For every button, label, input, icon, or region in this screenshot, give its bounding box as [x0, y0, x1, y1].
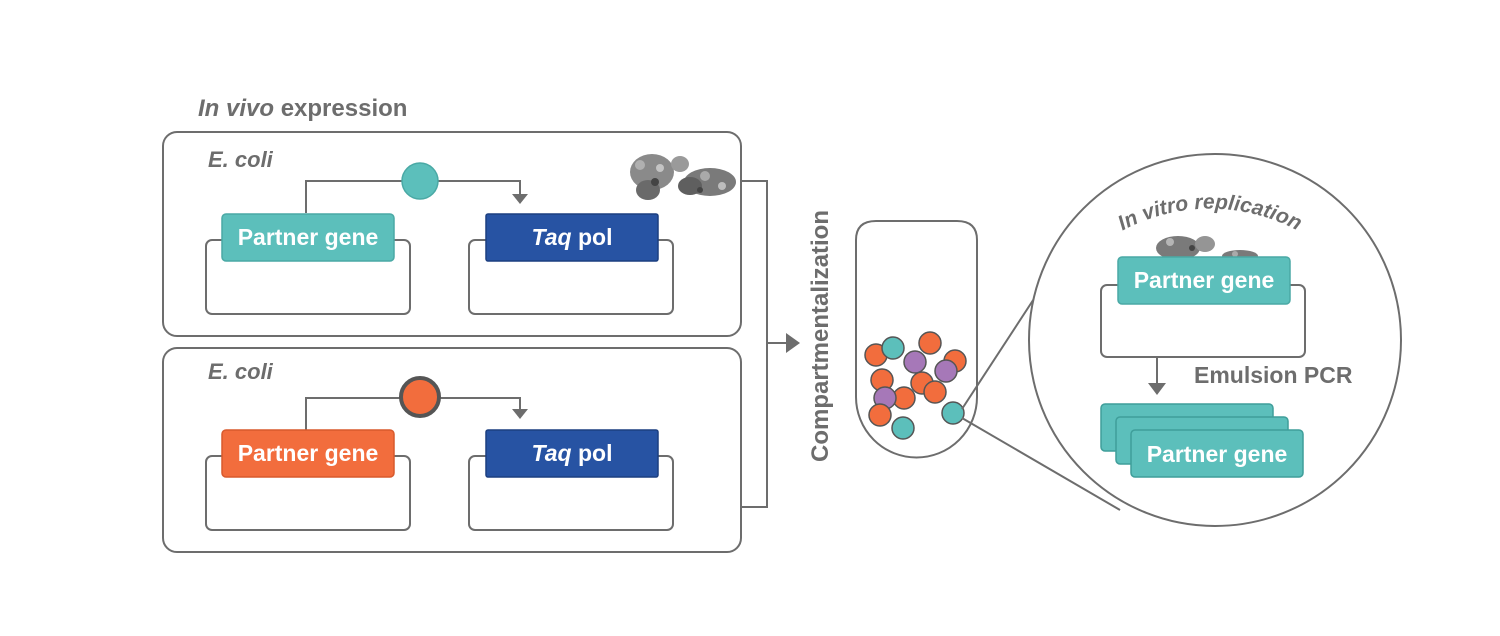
partner-gene-box-top — [221, 213, 395, 262]
zoom-line-bottom — [961, 417, 1121, 511]
droplet-teal — [941, 401, 965, 425]
cell-top-border — [162, 131, 742, 337]
organism-label-top: E. coli — [208, 147, 274, 172]
droplet-orange — [918, 331, 942, 355]
emulsion-tube — [855, 220, 978, 459]
protein-structure-icon — [630, 154, 736, 200]
compartmentalization-label: Compartmentalization — [807, 210, 834, 462]
merge-bracket — [741, 180, 768, 508]
arrow-down-icon — [512, 409, 528, 419]
partner-gene-box-zoom — [1117, 256, 1291, 305]
droplet-purple — [903, 350, 927, 374]
droplet-purple — [934, 359, 958, 383]
inducer-orange-icon — [399, 376, 441, 418]
droplet-orange — [923, 380, 947, 404]
partner-gene-label-bottom: Partner gene — [238, 440, 379, 466]
cell-bottom: E. coli Partner gene Taq pol — [162, 347, 742, 553]
organism-label-bottom: E. coli — [208, 359, 274, 384]
arrow-down-icon — [1148, 383, 1166, 395]
cell-top: E. coli Partner gene Taq pol — [162, 131, 742, 337]
droplet-teal — [891, 416, 915, 440]
partner-gene-box-bottom — [221, 429, 395, 478]
droplet-orange — [868, 403, 892, 427]
partner-gene-label-top: Partner gene — [238, 224, 379, 250]
taq-pol-box-top — [485, 213, 659, 262]
partner-gene-label-zoom: Partner gene — [1134, 267, 1275, 293]
arrow-down-icon — [512, 194, 528, 204]
taq-pol-box-bottom — [485, 429, 659, 478]
amplified-gene-copy — [1130, 429, 1304, 478]
zoom-circle-group: In vitro replication Partner gene Emulsi… — [1028, 153, 1402, 527]
emulsion-pcr-label: Emulsion PCR — [1194, 362, 1353, 388]
taq-pol-label-bottom: Taq pol — [532, 440, 613, 466]
taq-pol-label-top: Taq pol — [532, 224, 613, 250]
droplet-teal — [881, 336, 905, 360]
arrow-right-icon — [786, 333, 800, 353]
droplets — [864, 331, 967, 440]
product-gene-label: Partner gene — [1147, 441, 1288, 467]
cell-bottom-border — [162, 347, 742, 553]
section-title: In vivo expression — [198, 95, 407, 122]
inducer-teal-icon — [401, 162, 439, 200]
